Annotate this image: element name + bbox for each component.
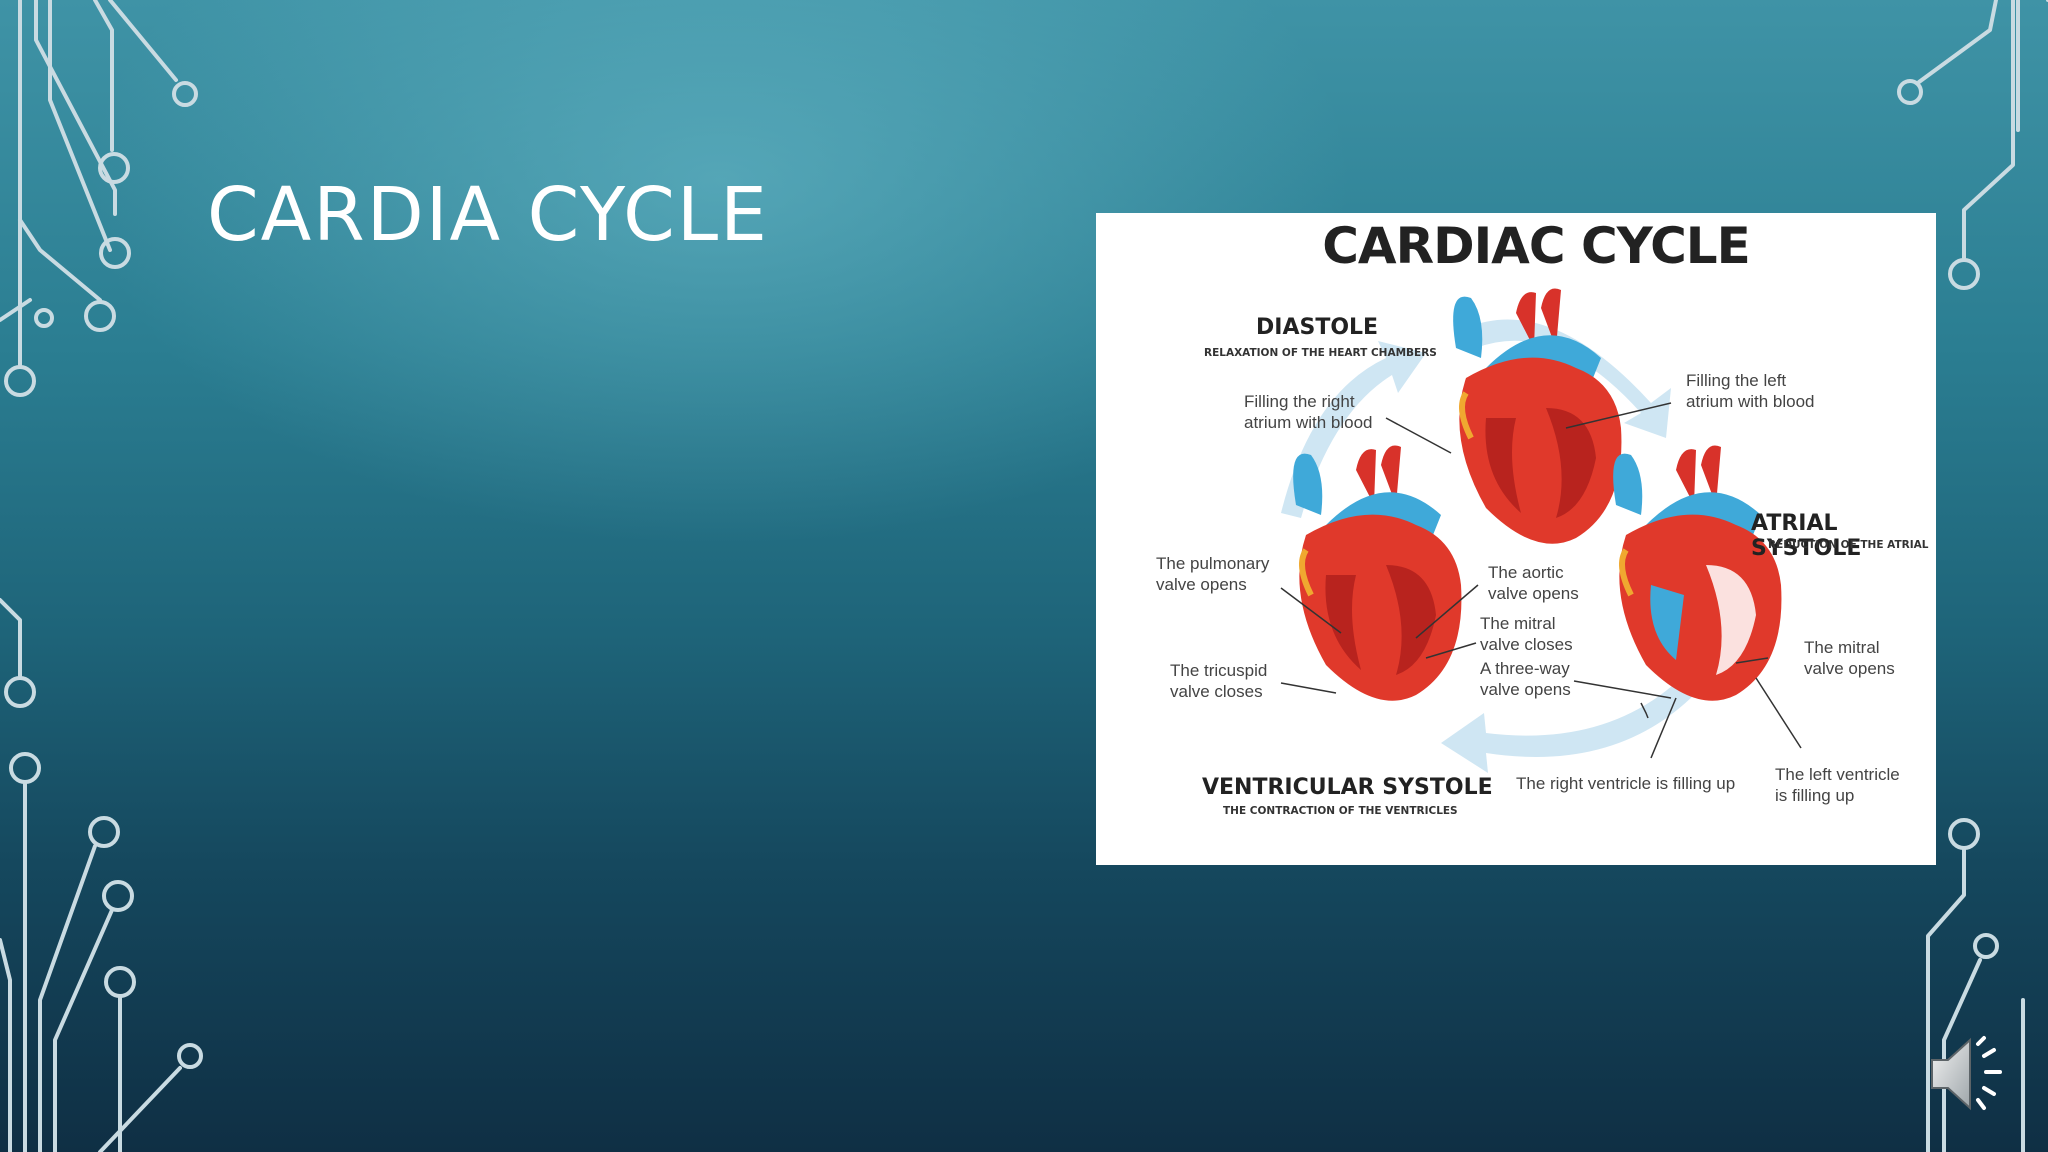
label-filling-right-atrium: Filling the right atrium with blood <box>1244 392 1373 432</box>
label-mitral-opens: The mitral valve opens <box>1804 638 1895 678</box>
label-pulmonary-valve: The pulmonary valve opens <box>1156 554 1270 594</box>
label-tricuspid-valve: The tricuspid valve closes <box>1170 661 1268 701</box>
atrial-systole-subtitle: REDUCTION OF THE ATRIAL <box>1768 539 1929 551</box>
slide-title: CARDIA CYCLE <box>207 172 769 258</box>
label-left-ventricle: The left ventricle is filling up <box>1775 765 1900 805</box>
diastole-subtitle: RELAXATION OF THE HEART CHAMBERS <box>1204 347 1437 359</box>
left-circuit-decoration <box>0 0 203 1152</box>
diastole-label: DIASTOLE <box>1256 315 1379 340</box>
label-three-way-valve: A three-way valve opens <box>1480 659 1571 699</box>
label-mitral-closes: The mitral valve closes <box>1480 614 1573 654</box>
cardiac-cycle-illustration <box>1280 288 1802 773</box>
figure-title: CARDIAC CYCLE <box>1322 217 1751 275</box>
ventricular-systole-subtitle: THE CONTRACTION OF THE VENTRICLES <box>1223 805 1458 817</box>
heart-ventricular-systole <box>1293 445 1462 701</box>
heart-diastole <box>1453 288 1622 544</box>
heart-atrial-systole <box>1613 445 1782 701</box>
label-filling-left-atrium: Filling the left atrium with blood <box>1686 371 1815 411</box>
leader-lines <box>1280 402 1802 759</box>
cardiac-cycle-figure: CARDIAC CYCLE DIASTOLE RELAXATION OF THE… <box>1096 213 1936 865</box>
label-right-ventricle: The right ventricle is filling up <box>1516 774 1736 793</box>
atrial-systole-label: ATRIAL SYSTOLE <box>1751 511 1862 561</box>
ventricular-systole-label: VENTRICULAR SYSTOLE <box>1202 775 1493 800</box>
speaker-icon[interactable] <box>1926 1034 2008 1114</box>
right-circuit-decoration <box>1897 0 2048 1152</box>
label-aortic-valve: The aortic valve opens <box>1488 563 1579 603</box>
